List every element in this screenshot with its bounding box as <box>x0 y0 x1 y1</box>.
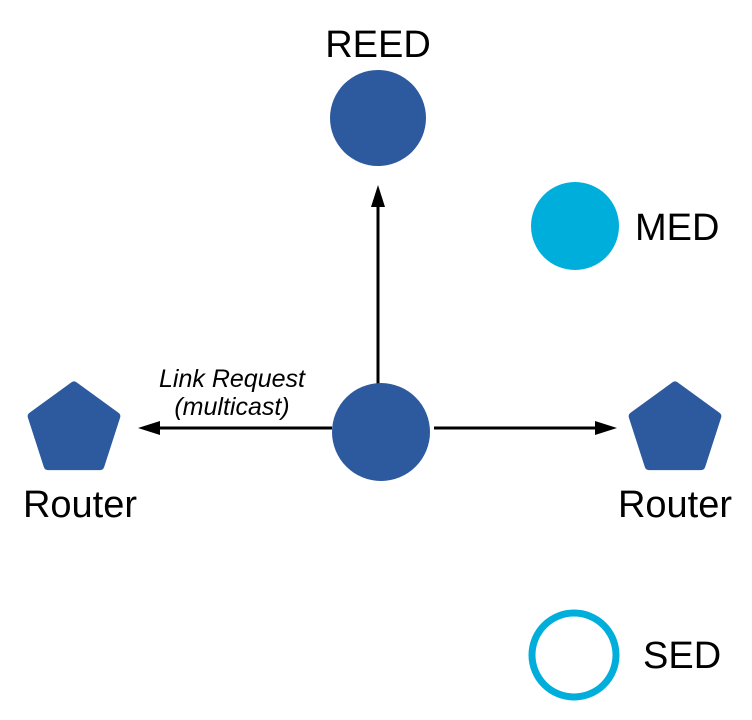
arrow-center-to-reed <box>371 185 385 386</box>
arrow-center-to-router-right <box>434 421 617 435</box>
router-right-node-label: Router <box>618 484 732 526</box>
router-left-pentagon <box>27 381 121 471</box>
router-right-pentagon <box>628 381 722 471</box>
med-node-label: MED <box>635 207 719 249</box>
router-left-node-label: Router <box>23 484 137 526</box>
link-request-annotation-line2: (multicast) <box>174 393 289 421</box>
router-left-node-shape <box>27 381 121 471</box>
med-node-shape <box>531 182 619 270</box>
sed-node-label: SED <box>643 635 721 677</box>
router-right-node-shape <box>628 381 722 471</box>
arrow-head-left <box>138 421 160 435</box>
arrow-head-right <box>595 421 617 435</box>
center-node-shape <box>332 383 430 481</box>
link-request-annotation-line1: Link Request <box>159 365 306 393</box>
reed-node-shape <box>330 70 426 166</box>
sed-node-shape <box>528 609 620 701</box>
arrow-center-to-router-left <box>138 421 332 435</box>
reed-node-label: REED <box>325 24 431 66</box>
arrow-head-up <box>371 185 385 207</box>
